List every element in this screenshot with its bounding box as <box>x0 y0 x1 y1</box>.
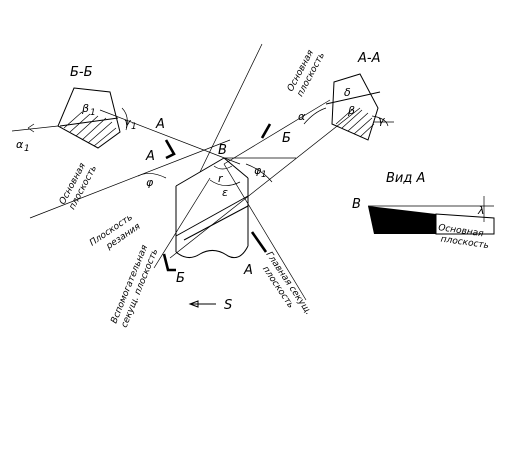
section-aa-rake-face <box>325 91 381 105</box>
lambda-label: λ <box>477 204 485 217</box>
main-secant-plane-label: Главная секущ. плоскость <box>260 250 313 317</box>
plane-aa-line <box>223 99 331 165</box>
gamma1-arc <box>121 107 128 131</box>
alpha1-dim-line <box>11 125 59 132</box>
view-a-title: Вид А <box>386 171 425 186</box>
marker-b-bottom-label: Б <box>176 271 185 286</box>
nose-radius-arc <box>213 165 233 170</box>
main-cutting-edge <box>223 157 249 179</box>
section-bb-rake-face <box>59 117 119 127</box>
section-bb-hatching <box>63 111 117 147</box>
epsilon-label: ε <box>222 186 228 199</box>
marker-b-top-label: Б <box>282 131 291 146</box>
marker-a-bottom <box>250 231 268 253</box>
r-label: r <box>218 172 224 185</box>
phi-arc <box>137 173 167 179</box>
cutting-plane-line <box>169 107 361 259</box>
section-markers: А Б А А Б <box>145 117 291 286</box>
delta-label: δ <box>344 86 351 99</box>
tool-diagonal <box>175 195 249 237</box>
marker-b-bottom <box>162 253 176 272</box>
epsilon-arc <box>209 179 241 186</box>
phi1-label: φ <box>254 164 262 177</box>
marker-a-bottom-label: А <box>243 263 253 278</box>
view-a-v-label: В <box>352 197 361 212</box>
section-bb: Б-Б β 1 γ 1 α 1 Основная плоскость <box>11 65 137 212</box>
gamma-arc <box>371 115 389 127</box>
base-plane-left-line <box>29 139 231 219</box>
section-aa-profile <box>331 73 379 141</box>
tool-break-line <box>175 245 249 259</box>
section-aa-title: А-А <box>357 51 380 66</box>
beta-label: β <box>347 104 355 117</box>
view-a-blade-solid <box>368 206 436 234</box>
aux-secant-plane-line <box>153 177 211 269</box>
phi-label: φ <box>146 176 154 189</box>
base-plane-view-label: Основная плоскость <box>438 223 490 251</box>
gamma1-subscript: 1 <box>131 122 137 132</box>
alpha-arc <box>303 107 327 125</box>
alpha1-arrow <box>27 123 35 133</box>
base-plane-left-label: Основная плоскость <box>58 161 99 212</box>
beta1-subscript: 1 <box>90 108 96 118</box>
section-bb-profile <box>57 87 121 149</box>
tool-diagonal-2 <box>183 205 249 241</box>
section-aa-hatching <box>335 107 375 138</box>
feed-direction: S <box>188 298 232 313</box>
alpha-label: α <box>298 110 306 123</box>
alpha1-label: α <box>16 138 24 151</box>
auxiliary-cutting-edge <box>175 157 225 187</box>
construction-lines <box>29 43 361 301</box>
beta1-label: β <box>81 102 89 115</box>
feed-s-label: S <box>224 298 232 313</box>
main-secant-plane-line <box>223 163 307 301</box>
gamma-label: γ <box>378 114 385 127</box>
alpha1-subscript: 1 <box>24 144 30 154</box>
phi1-arc <box>245 163 273 183</box>
base-plane-right-line <box>199 43 263 173</box>
marker-a-top <box>164 139 176 160</box>
view-a-blade-outline <box>435 213 495 235</box>
marker-b-top <box>260 123 272 139</box>
tip-v-label: В <box>218 143 227 158</box>
view-a: Вид А В λ Основная плоскость <box>352 171 495 251</box>
marker-a-left-label: А <box>145 149 155 164</box>
marker-a-top-label: А <box>155 117 165 132</box>
plane-bb-line <box>99 109 241 165</box>
gamma1-label: γ <box>124 116 131 129</box>
aux-secant-plane-label: Вспомогательная секущ. плоскость <box>110 243 161 329</box>
tool-plan-view: r ε В φ φ 1 <box>137 143 296 259</box>
base-plane-right-label: Основная плоскость <box>286 48 327 99</box>
section-aa: А-А δ β γ α Основная плоскость <box>286 48 394 141</box>
cutting-plane-label: Плоскость резания <box>88 213 143 253</box>
section-bb-title: Б-Б <box>70 65 93 80</box>
phi1-subscript: 1 <box>261 170 267 180</box>
feed-arrow-head <box>188 300 199 308</box>
